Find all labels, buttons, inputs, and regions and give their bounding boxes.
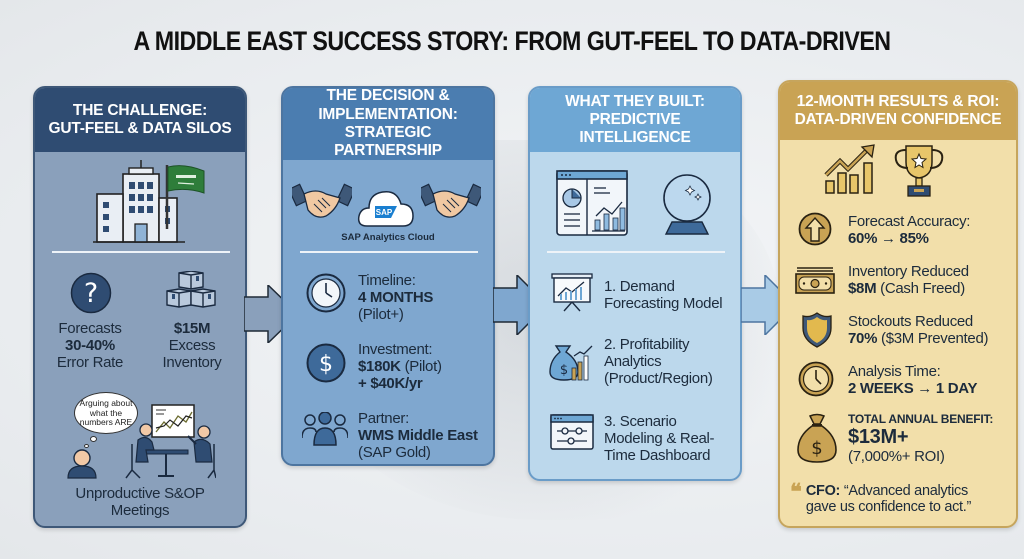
forecast-error-stat: Forecasts 30-40% Error Rate — [56, 320, 124, 371]
question-mark-icon: ? — [70, 272, 112, 314]
results-header: 12-MONTH RESULTS & ROI: DATA-DRIVEN CONF… — [780, 82, 1016, 140]
handshake-icon — [292, 183, 352, 218]
forecast-accuracy-item: Forecast Accuracy: 60% → 85% — [848, 213, 971, 247]
up-arrow-circle-icon — [798, 212, 832, 246]
decision-header: THE DECISION & IMPLEMENTATION: STRATEGIC… — [283, 88, 493, 160]
clock-icon — [306, 273, 346, 313]
sap-cloud-icon: SAP — [357, 191, 414, 227]
cfo-quote: ❝ CFO: “Advanced analytics gave us confi… — [790, 479, 972, 515]
meeting-people-icon — [67, 404, 216, 479]
total-benefit: TOTAL ANNUAL BENEFIT: $13M+ (7,000%+ ROI… — [848, 412, 994, 465]
partner-item: Partner: WMS Middle East (SAP Gold) — [358, 410, 478, 461]
cash-icon — [795, 267, 835, 294]
results-panel: 12-MONTH RESULTS & ROI: DATA-DRIVEN CONF… — [778, 80, 1018, 528]
meeting-caption: Unproductive S&OP Meetings — [75, 485, 205, 519]
decision-panel: THE DECISION & IMPLEMENTATION: STRATEGIC… — [281, 86, 495, 466]
challenge-divider — [52, 251, 230, 253]
saudi-flag-icon — [165, 165, 205, 229]
growth-chart-icon — [824, 144, 875, 194]
bubble-dot — [90, 436, 97, 442]
dollar-circle-icon: $ — [306, 343, 346, 383]
built-divider — [547, 251, 725, 253]
page-title: A MIDDLE EAST SUCCESS STORY: FROM GUT-FE… — [133, 26, 891, 56]
money-bag-icon: $ — [797, 413, 837, 463]
built-panel: WHAT THEY BUILT: PREDICTIVE INTELLIGENCE — [528, 86, 742, 481]
boxes-icon — [166, 271, 216, 308]
svg-text:?: ? — [84, 278, 98, 309]
dashboard-icon — [556, 170, 628, 236]
office-building-icon — [93, 160, 185, 243]
investment-item: Investment: $180K (Pilot) + $40K/yr — [358, 341, 442, 392]
stockouts-reduced-item: Stockouts Reduced 70% ($3M Prevented) — [848, 313, 989, 347]
challenge-panel: THE CHALLENGE: GUT-FEEL & DATA SILOS — [33, 86, 247, 528]
built-header: WHAT THEY BUILT: PREDICTIVE INTELLIGENCE — [530, 88, 740, 152]
quote-icon: ❝ — [790, 479, 802, 505]
challenge-header: THE CHALLENGE: GUT-FEEL & DATA SILOS — [35, 88, 245, 152]
inventory-reduced-item: Inventory Reduced $8M (Cash Freed) — [848, 263, 969, 297]
clock-icon — [798, 361, 834, 397]
handshake-icon — [421, 183, 481, 218]
built-item-1: 1. Demand Forecasting Model — [604, 278, 723, 312]
sap-analytics-cloud-label: SAP Analytics Cloud — [341, 232, 435, 243]
presentation-chart-icon — [551, 273, 593, 312]
decision-divider — [300, 251, 478, 253]
thought-bubble: Arguing about what the numbers ARE — [74, 392, 138, 434]
timeline-item: Timeline: 4 MONTHS (Pilot+) — [358, 272, 434, 323]
trophy-icon — [894, 145, 944, 197]
money-bag-growth-icon: $ — [549, 345, 593, 381]
analysis-time-item: Analysis Time: 2 WEEKS → 1 DAY — [848, 363, 978, 397]
sliders-window-icon — [550, 414, 594, 450]
team-icon — [302, 412, 348, 446]
bubble-dot — [84, 444, 89, 448]
svg-text:$: $ — [560, 363, 568, 378]
svg-text:$: $ — [319, 352, 333, 377]
svg-text:$: $ — [811, 438, 822, 459]
built-item-2: 2. Profitability Analytics (Product/Regi… — [604, 336, 713, 387]
shield-icon — [802, 312, 832, 348]
svg-text:SAP: SAP — [376, 208, 393, 217]
built-item-3: 3. Scenario Modeling & Real- Time Dashbo… — [604, 413, 715, 464]
excess-inventory-stat: $15M Excess Inventory — [162, 320, 222, 371]
crystal-ball-icon — [663, 174, 711, 235]
